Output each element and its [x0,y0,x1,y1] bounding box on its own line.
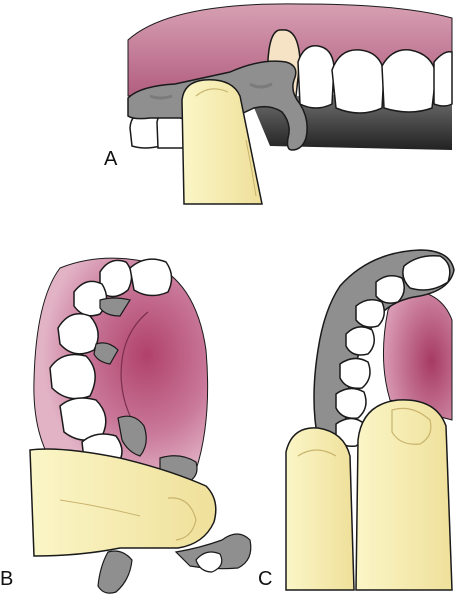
framework-b [93,297,198,483]
hand-b [29,448,217,557]
panel-c [285,249,455,591]
panel-label-a: A [104,148,118,170]
panel-label-b: B [0,568,14,590]
panel-a [127,3,453,205]
lower-arch-teeth [335,254,451,448]
upper-arch-teeth [49,258,173,469]
panel-b [29,257,252,594]
lower-teeth [129,109,185,149]
finger-a [181,79,263,205]
panel-label-c: C [258,568,273,590]
denture-piece-b [97,550,133,594]
finger-c-left [285,427,355,591]
finger-c-right [355,399,453,591]
